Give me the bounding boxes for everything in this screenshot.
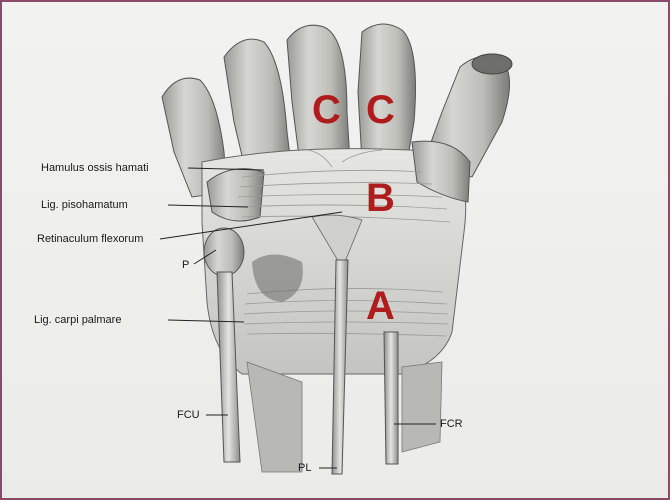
region-letter-c-right: C [366,88,395,132]
pisiform-bone [203,227,245,277]
leader-lines [159,167,436,469]
label-hamulus-ossis-hamati: Hamulus ossis hamati [41,162,149,174]
region-letter-a: A [366,284,395,328]
label-retinaculum-flexorum: Retinaculum flexorum [37,233,144,245]
guyon-canal-shadow [252,254,303,302]
region-letter-b: B [366,176,395,220]
label-pisiform: P [182,259,190,271]
label-fcr: FCR [440,418,463,430]
forearm-shading-right [401,361,443,453]
label-lig-carpi-palmare: Lig. carpi palmare [34,314,122,326]
label-lig-pisohamatum: Lig. pisohamatum [41,199,128,211]
forearm-shading-left [246,361,303,473]
region-letter-c-left: C [312,88,341,132]
label-fcu: FCU [177,409,200,421]
label-pl: PL [298,462,312,474]
carpal-region [201,140,471,375]
